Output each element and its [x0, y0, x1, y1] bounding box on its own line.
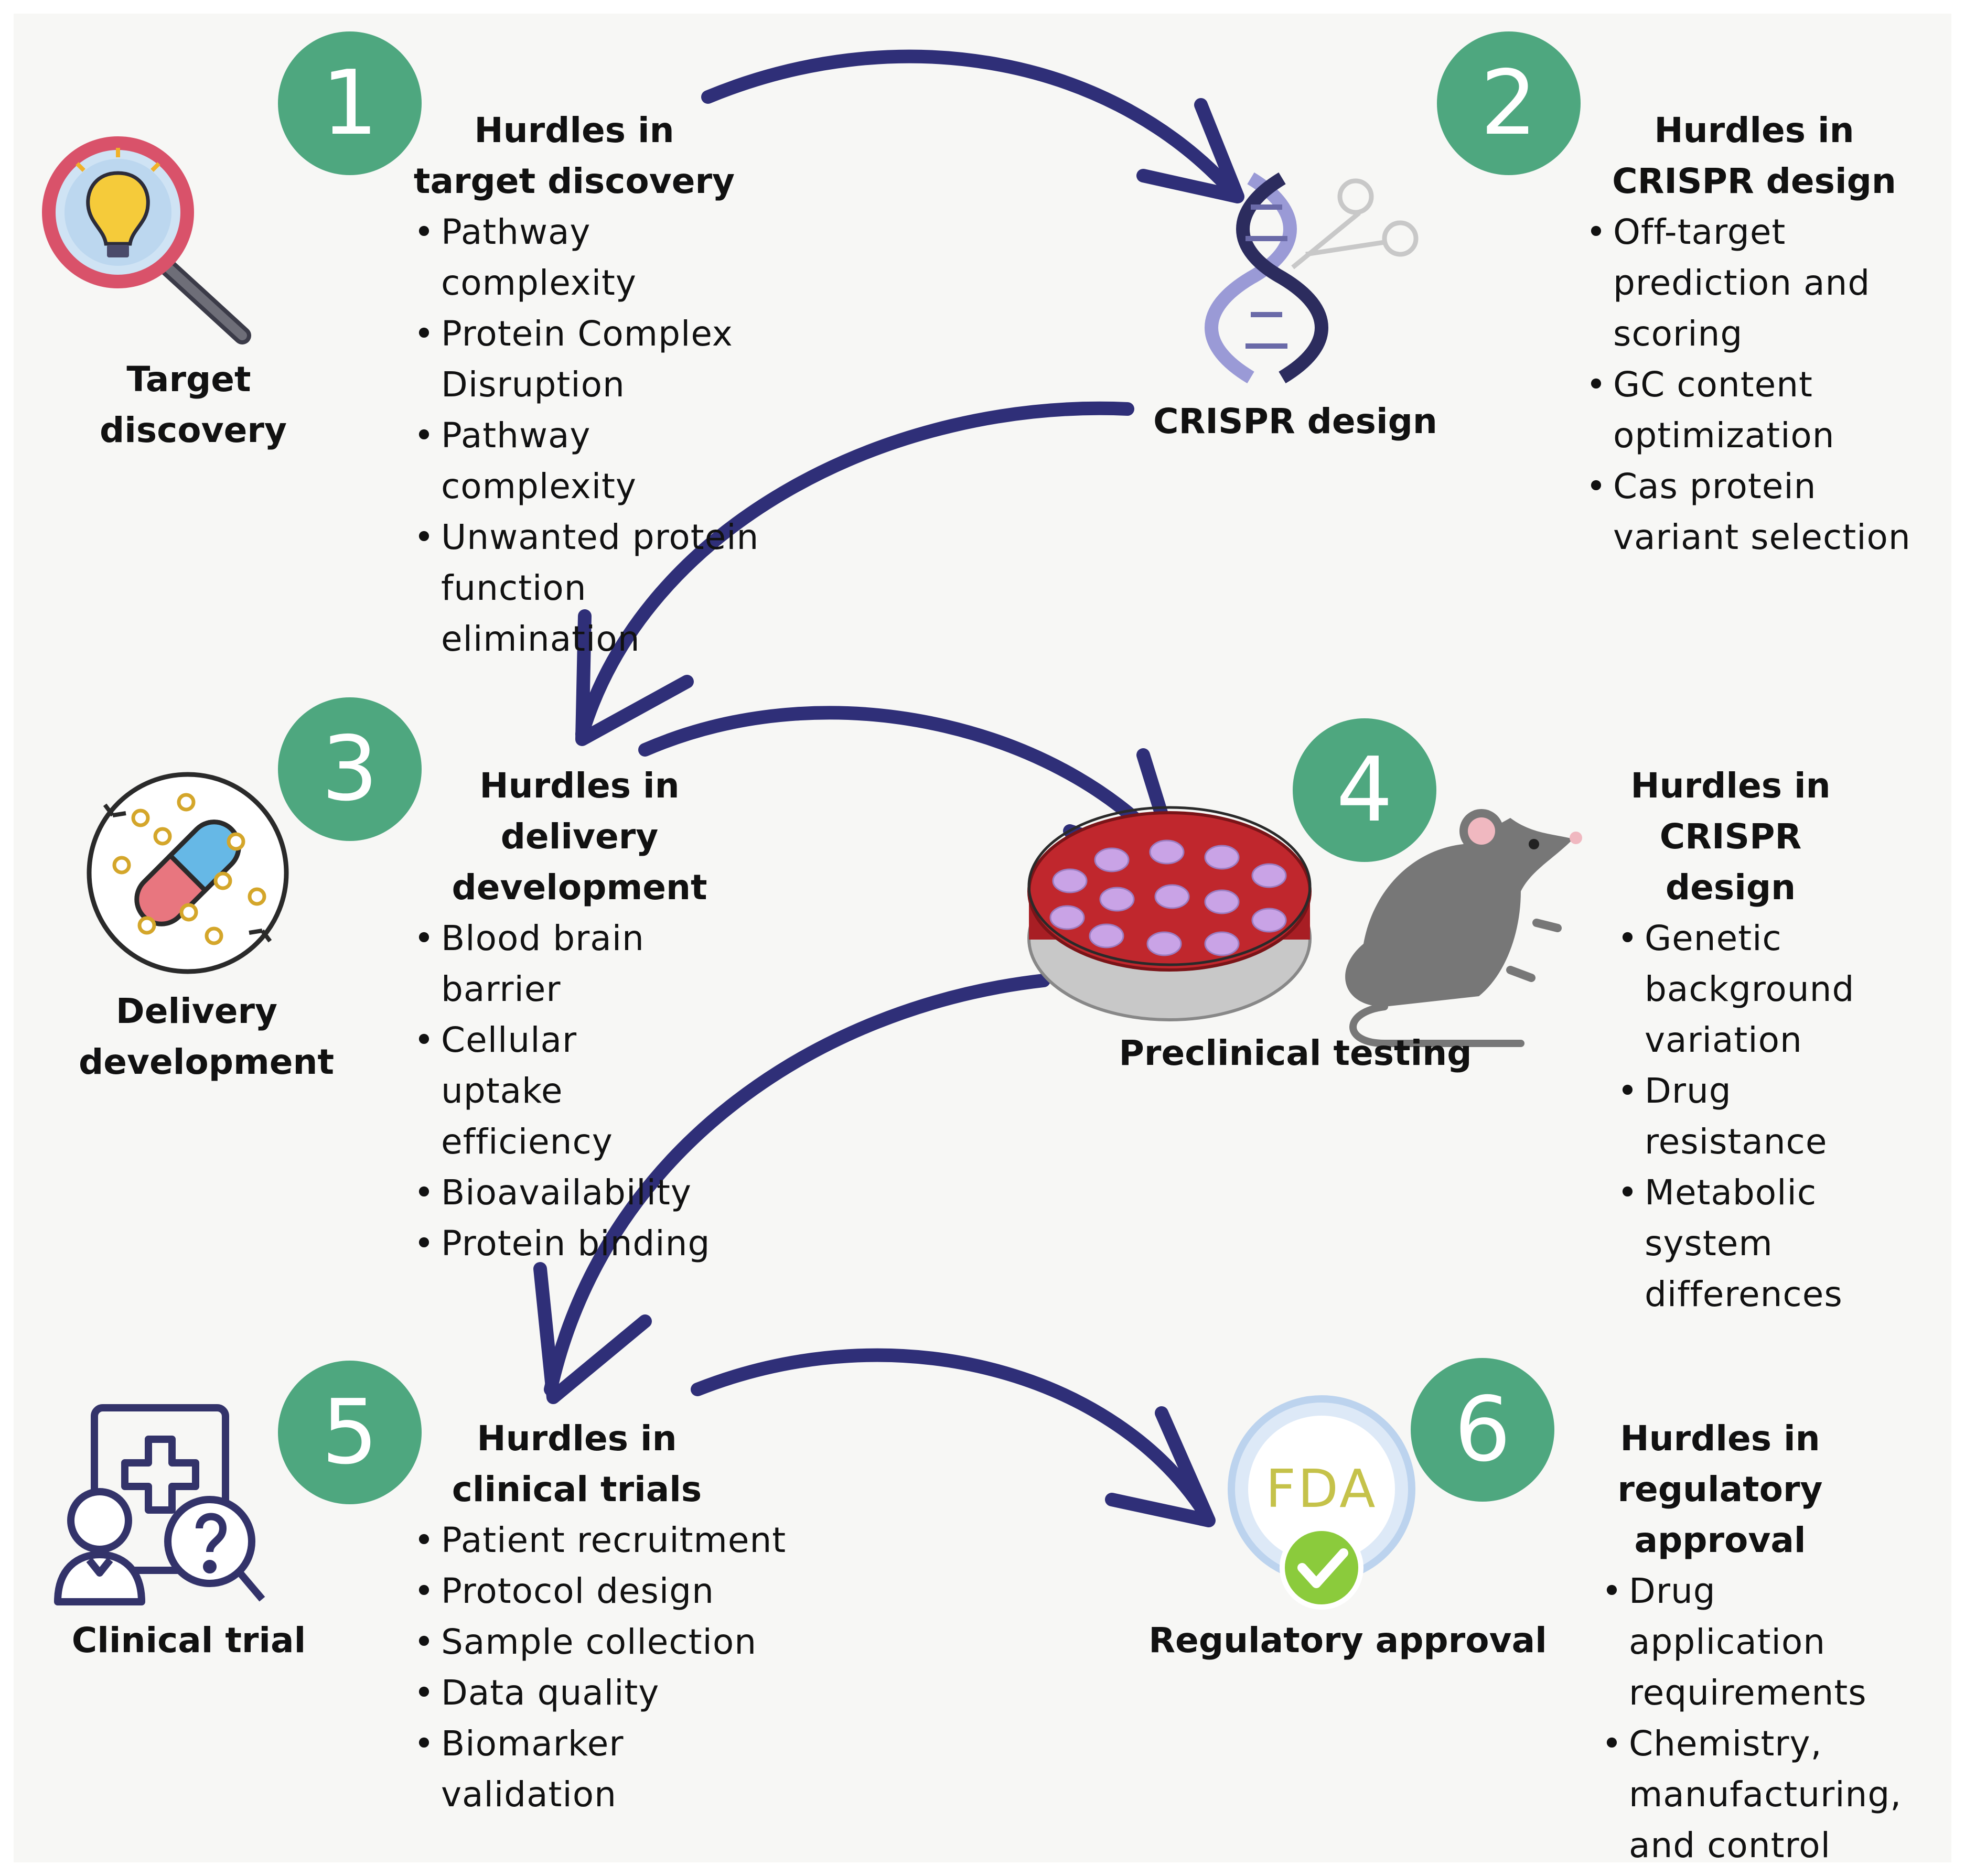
hurdle-item: Patient recruitment [412, 1515, 789, 1566]
step-badge-2: 2 [1437, 31, 1581, 175]
hurdles-heading: Hurdles in delivery development [452, 766, 707, 908]
hurdles-delivery-development: Hurdles in delivery development Blood br… [412, 760, 768, 1269]
hurdles-heading: Hurdles in CRISPR design [1612, 110, 1896, 201]
hurdles-heading: Hurdles in target discovery [413, 110, 735, 201]
hurdles-list: Drug application requirements Chemistry,… [1599, 1566, 1901, 1876]
petri-dish-mouse-icon [1027, 806, 1582, 1047]
fda-seal-text: FDA [1265, 1458, 1378, 1519]
hurdle-item: Pathway complexity [412, 207, 789, 308]
hurdle-item: Protein binding [412, 1218, 768, 1269]
lightbulb-magnifier-icon [42, 136, 251, 344]
hurdles-list: Off-target prediction and scoring GC con… [1584, 207, 1951, 563]
stage-label-delivery-development: Delivery development [79, 991, 335, 1082]
hurdle-item: Blood brain barrier [412, 913, 768, 1015]
dna-scissors-icon [1205, 172, 1419, 384]
hurdles-heading: Hurdles in regulatory approval [1617, 1418, 1823, 1560]
hurdle-item: Unwanted protein function elimination [412, 512, 766, 664]
arrow-1-to-2-head [1136, 98, 1244, 203]
hurdle-item: Sample collection [412, 1616, 789, 1667]
hurdle-item: Protocol design [412, 1566, 789, 1616]
hurdle-item: Biomarker validation [412, 1718, 789, 1820]
arrow-4-to-5-head [533, 1262, 652, 1404]
hurdle-item: GC content optimization [1584, 359, 1844, 461]
hurdle-item: Off-target prediction and scoring [1584, 207, 1949, 359]
hurdles-list: Blood brain barrier Cellular uptake effi… [412, 913, 768, 1269]
hurdle-item: Bioavailability [412, 1167, 768, 1218]
hurdles-heading: Hurdles in clinical trials [452, 1418, 702, 1510]
clinician-search-icon [54, 1404, 265, 1605]
hurdle-item: Pathway complexity [412, 410, 789, 512]
step-badge-3: 3 [278, 697, 422, 841]
hurdles-heading: Hurdles in CRISPR design [1630, 766, 1831, 908]
arrow-1-to-2 [701, 49, 1234, 193]
stage-label-crispr-design: CRISPR design [1153, 401, 1437, 441]
hurdle-item: Protein Complex Disruption [412, 308, 745, 410]
arrow-3-to-4 [638, 706, 1182, 867]
hurdle-item: Metabolic system differences [1615, 1167, 1842, 1320]
step-badge-1: 1 [278, 31, 422, 175]
hurdles-target-discovery: Hurdles in target discovery Pathway comp… [412, 105, 789, 664]
stage-label-target-discovery: Target discovery [100, 359, 287, 450]
hurdle-item: Data quality [412, 1667, 789, 1718]
hurdles-preclinical-testing: Hurdles in CRISPR design Genetic backgro… [1615, 760, 1854, 1320]
hurdles-clinical-trials: Hurdles in clinical trials Patient recru… [412, 1413, 789, 1820]
hurdles-regulatory-approval: Hurdles in regulatory approval Drug appl… [1599, 1413, 1901, 1876]
arrow-5-to-6-head [1105, 1406, 1216, 1527]
hurdles-list: Patient recruitment Protocol design Samp… [412, 1515, 789, 1820]
stage-label-clinical-trial: Clinical trial [71, 1620, 306, 1661]
hurdle-item: Cellular uptake efficiency [412, 1015, 693, 1167]
drug-capsule-icon [87, 772, 289, 974]
hurdle-item: Drug application requirements [1599, 1566, 1891, 1718]
step-badge-5: 5 [278, 1361, 422, 1504]
hurdle-item: Chemistry, manufacturing, and control do… [1599, 1718, 1901, 1876]
arrow-5-to-6 [691, 1348, 1213, 1522]
step-badge-6: 6 [1411, 1358, 1554, 1502]
stage-label-regulatory-approval: Regulatory approval [1148, 1620, 1547, 1661]
hurdles-crispr-design: Hurdles in CRISPR design Off-target pred… [1584, 105, 1951, 563]
hurdle-item: Cas protein variant selection [1584, 461, 1949, 563]
fda-seal-icon [1228, 1395, 1415, 1610]
hurdle-item: Genetic background variation [1615, 913, 1854, 1065]
hurdles-list: Genetic background variation Drug resist… [1615, 913, 1854, 1320]
hurdles-list: Pathway complexity Protein Complex Disru… [412, 207, 789, 664]
arrow-4-to-5 [544, 974, 1050, 1396]
step-badge-4: 4 [1293, 718, 1436, 862]
hurdle-item: Drug resistance [1615, 1065, 1827, 1167]
stage-label-preclinical-testing: Preclinical testing [1119, 1033, 1472, 1073]
